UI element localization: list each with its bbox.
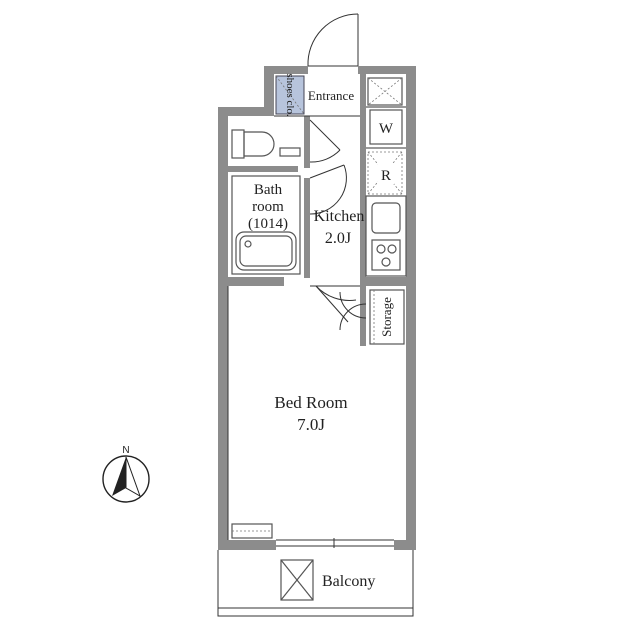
shoes-closet: shoes clo.: [275, 73, 305, 117]
storage-label: Storage: [379, 297, 394, 337]
entrance-label: Entrance: [308, 88, 354, 103]
north-compass-icon: N: [102, 445, 150, 503]
kitchen-label: Kitchen: [314, 208, 365, 225]
compass-north-label: N: [122, 445, 129, 456]
washer-label: W: [379, 121, 394, 137]
kitchen-sink: [365, 195, 407, 277]
storage-door: [339, 291, 367, 331]
stove: [371, 239, 401, 271]
bedroom-door: [315, 285, 357, 323]
bath-door: [309, 164, 347, 215]
storage: Storage: [369, 289, 405, 345]
washer-space: W: [369, 109, 403, 145]
balcony: [217, 550, 414, 617]
bedroom-size: 7.0J: [297, 415, 325, 434]
bathroom-label-line2: room: [252, 199, 284, 215]
shoes-closet-label: shoes clo.: [284, 73, 296, 117]
toilet-door: [309, 119, 341, 163]
refrigerator-space: R: [367, 151, 403, 195]
toilet: [231, 129, 301, 159]
entrance-door: [307, 13, 359, 67]
bathroom-label-line3: (1014): [248, 216, 288, 232]
walls: [218, 66, 416, 550]
bedroom-label: Bed Room: [274, 393, 347, 412]
top-shelf: [367, 77, 403, 106]
bathroom-label-line1: Bath: [254, 182, 283, 198]
bathroom: [231, 175, 301, 275]
balcony-label: Balcony: [322, 573, 375, 590]
window-sill: [231, 523, 394, 548]
kitchen-size: 2.0J: [325, 230, 351, 247]
refrigerator-label: R: [381, 168, 391, 184]
